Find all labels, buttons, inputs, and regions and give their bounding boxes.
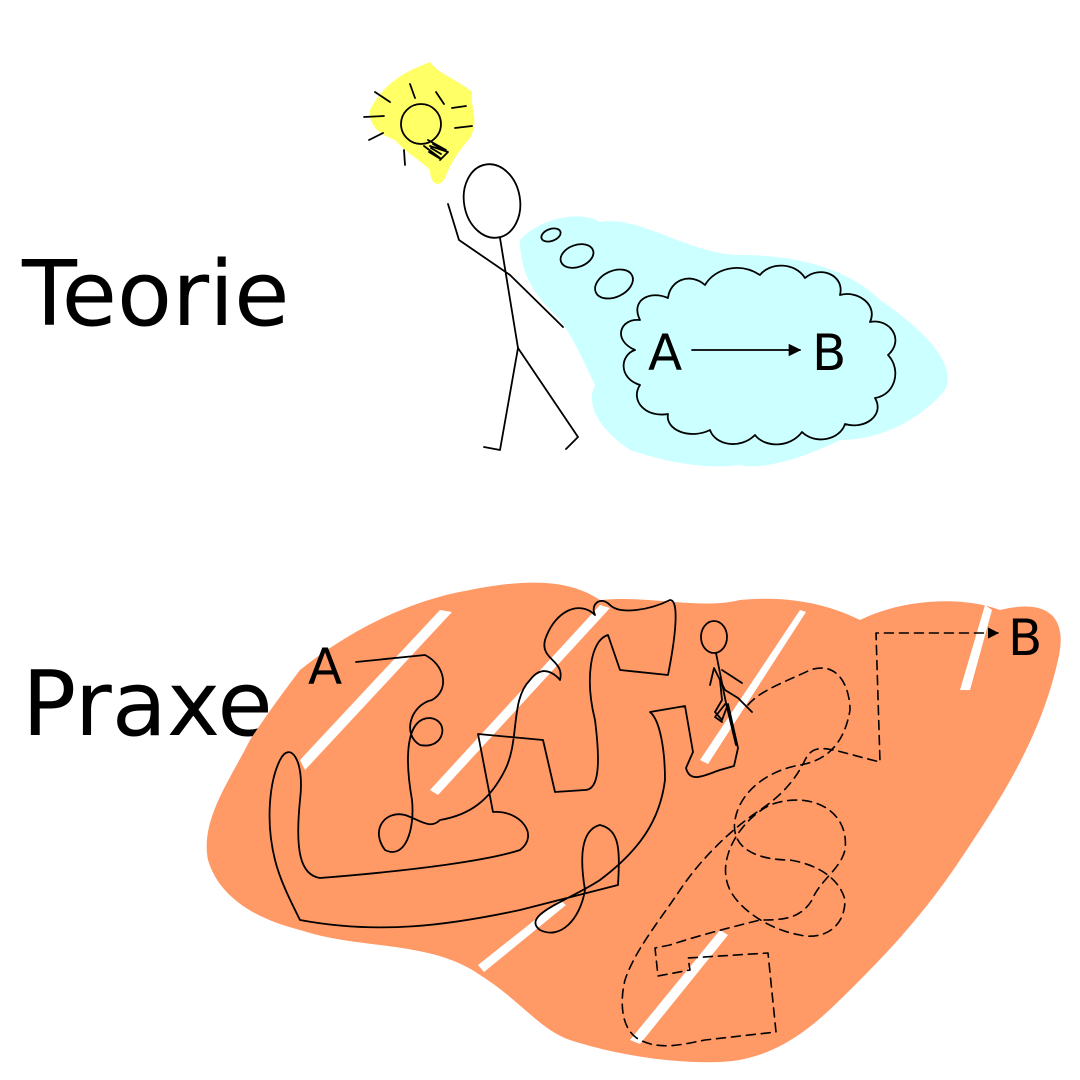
practice-point-b: B [1008, 609, 1042, 667]
dashed-path-to-b [621, 627, 1000, 1047]
thought-cloud-scribble [520, 216, 948, 467]
theory-title: Teorie [21, 242, 290, 347]
thought-cloud [620, 264, 897, 446]
practice-section: Praxe A B [22, 582, 1061, 1063]
theory-point-a: A [648, 324, 682, 382]
chaos-scribble [206, 582, 1061, 1063]
thought-bubbles [540, 227, 634, 300]
thinking-stick-figure [447, 163, 579, 451]
practice-title: Praxe [22, 652, 273, 757]
theory-point-b: B [812, 324, 846, 382]
walking-stick-figure [700, 620, 753, 746]
practice-point-a: A [308, 638, 342, 696]
theory-section: Teorie A B [21, 62, 948, 467]
lightbulb-icon [363, 83, 473, 166]
idea-highlight-scribble [369, 62, 475, 184]
tangled-path [268, 599, 739, 934]
